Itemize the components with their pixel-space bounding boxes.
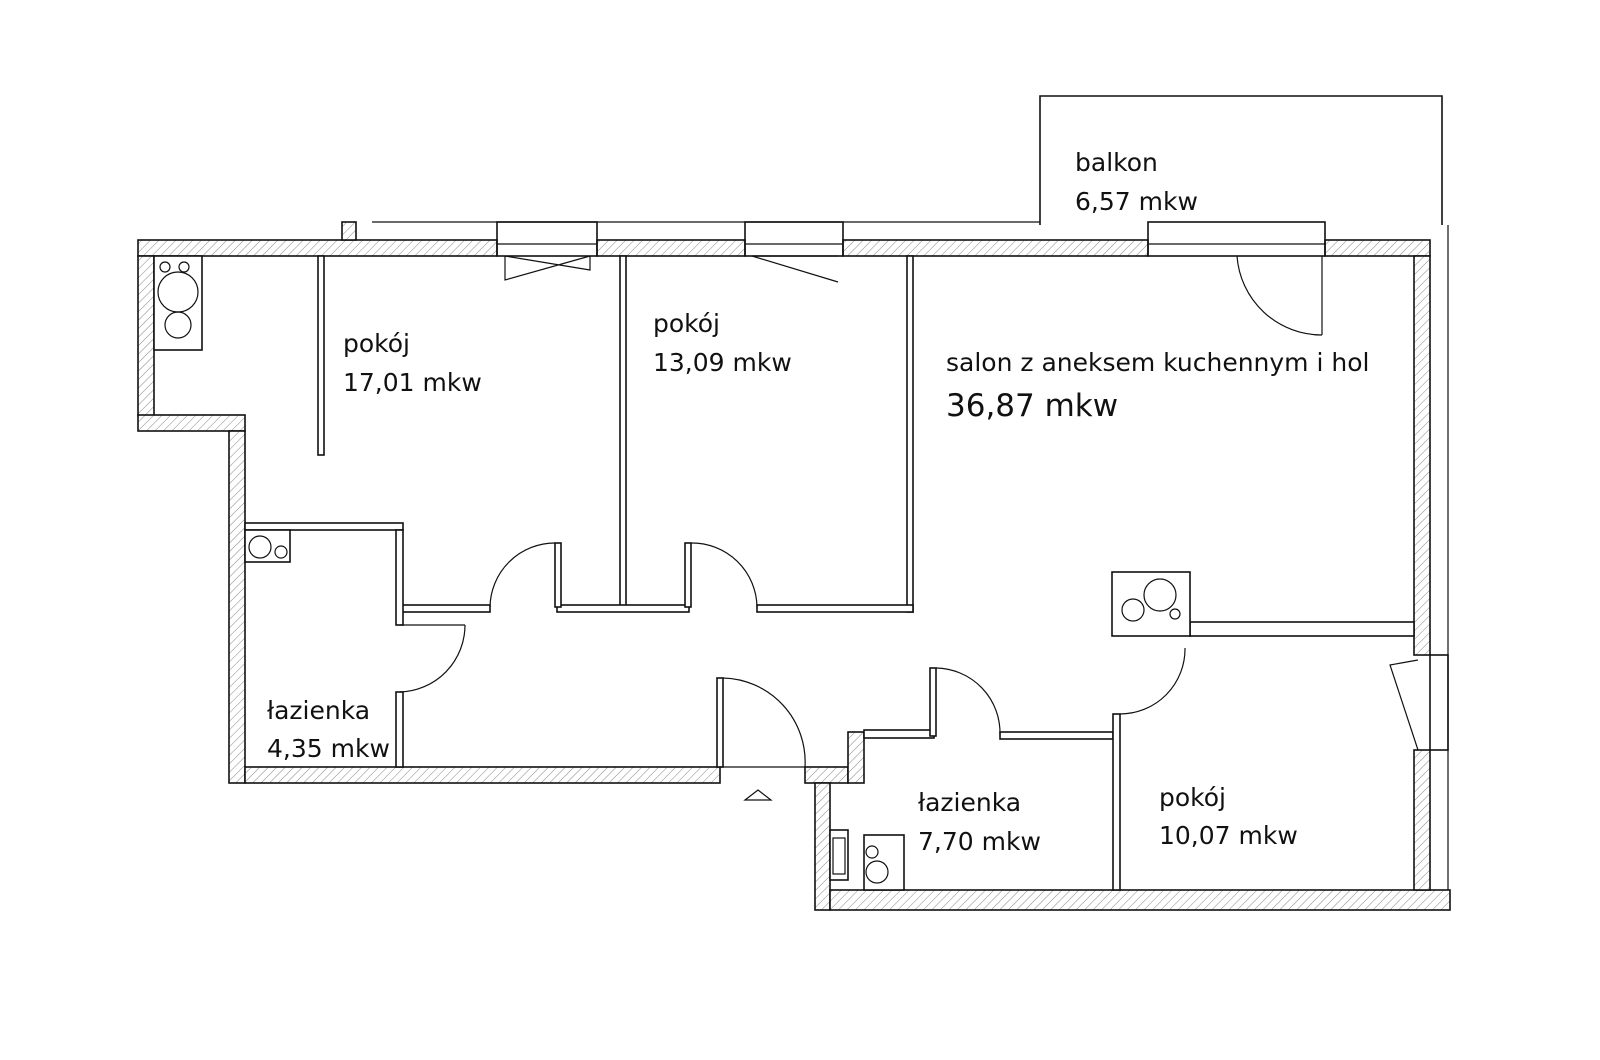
room-area: 6,57 mkw <box>1075 187 1198 216</box>
sanitary-fixtures <box>157 261 1181 884</box>
room-name: pokój <box>1159 783 1226 812</box>
room-area: 4,35 mkw <box>267 734 390 763</box>
room-area: 17,01 mkw <box>343 368 482 397</box>
room-name: salon z aneksem kuchennym i hol <box>946 348 1369 377</box>
room-balkon: balkon 6,57 mkw <box>1075 148 1198 216</box>
room-lazienka-2: łazienka 7,70 mkw <box>918 788 1041 856</box>
interior-walls <box>153 255 1415 891</box>
balcony-outline <box>372 95 1443 225</box>
room-name: łazienka <box>918 788 1021 817</box>
room-name: pokój <box>343 329 410 358</box>
exterior-walls <box>137 221 1451 911</box>
windows <box>496 221 1449 890</box>
room-pokoj-3: pokój 10,07 mkw <box>1159 783 1298 850</box>
room-area: 10,07 mkw <box>1159 821 1298 850</box>
room-pokoj-1: pokój 17,01 mkw <box>343 329 482 397</box>
room-name: pokój <box>653 309 720 338</box>
room-lazienka-1: łazienka 4,35 mkw <box>267 696 390 763</box>
room-name: balkon <box>1075 148 1158 177</box>
room-area: 7,70 mkw <box>918 827 1041 856</box>
room-area: 13,09 mkw <box>653 348 792 377</box>
room-name: łazienka <box>267 696 370 725</box>
room-pokoj-2: pokój 13,09 mkw <box>653 309 792 377</box>
doors <box>399 542 1186 801</box>
room-salon: salon z aneksem kuchennym i hol 36,87 mk… <box>946 348 1369 424</box>
room-area: 36,87 mkw <box>946 388 1118 424</box>
